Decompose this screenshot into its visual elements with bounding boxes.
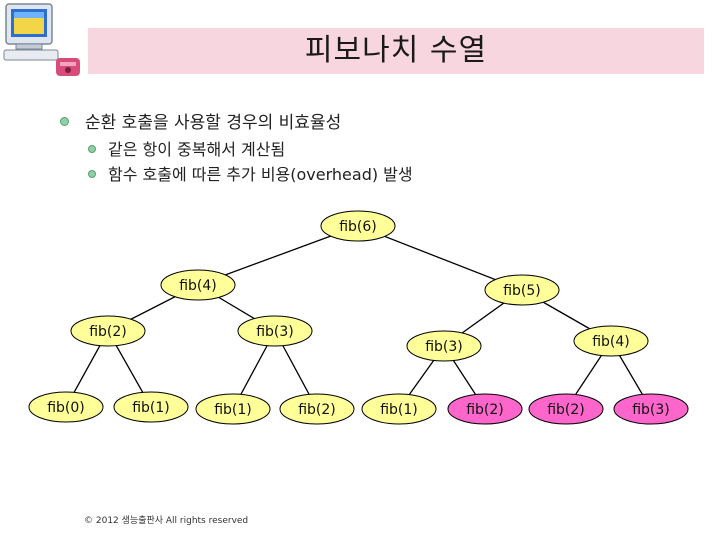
tree-node-shape — [528, 393, 604, 425]
tree-node-shape — [573, 325, 649, 357]
tree-node-shape — [195, 393, 271, 425]
tree-node-shape — [28, 391, 104, 423]
tree-node-label: fib(3) — [425, 339, 463, 355]
tree-node-shape — [361, 393, 437, 425]
tree-node-label: fib(1) — [132, 400, 170, 416]
copyright-footer: © 2012 생능출판사 All rights reserved — [84, 516, 249, 526]
tree-node-n2d: fib(2) — [528, 393, 604, 425]
tree-node-label: fib(2) — [466, 402, 504, 418]
bullet-dot-icon — [88, 144, 96, 153]
tree-node-label: fib(2) — [298, 402, 336, 418]
computer-logo-icon — [2, 3, 82, 76]
tree-node-n6: fib(6) — [320, 210, 396, 242]
tree-node-label: fib(3) — [256, 324, 294, 340]
tree-node-n0: fib(0) — [28, 391, 104, 423]
tree-node-label: fib(0) — [47, 400, 85, 416]
tree-node-shape — [160, 269, 236, 301]
tree-node-shape — [113, 391, 189, 423]
tree-node-n3a: fib(3) — [237, 315, 313, 347]
tree-node-label: fib(2) — [547, 402, 585, 418]
tree-edge — [357, 225, 523, 291]
tree-node-n2b: fib(2) — [279, 393, 355, 425]
tree-node-n1c: fib(1) — [361, 393, 437, 425]
tree-node-shape — [237, 315, 313, 347]
tree-node-label: fib(5) — [503, 283, 541, 299]
tree-node-shape — [406, 330, 482, 362]
tree-node-n3c: fib(3) — [613, 393, 689, 425]
tree-node-label: fib(1) — [214, 402, 252, 418]
tree-node-n3b: fib(3) — [406, 330, 482, 362]
tree-node-label: fib(4) — [592, 334, 630, 350]
bullet-dot-icon — [88, 169, 96, 178]
bullet-dot-icon — [60, 116, 69, 126]
tree-node-n4b: fib(4) — [573, 325, 649, 357]
tree-node-shape — [70, 315, 146, 347]
bullet-sub-2: 함수 호출에 따른 추가 비용(overhead) 발생 — [88, 161, 413, 185]
tree-node-label: fib(3) — [632, 402, 670, 418]
tree-node-n2a: fib(2) — [70, 315, 146, 347]
bullet-main: 순환 호출을 사용할 경우의 비효율성 — [60, 108, 341, 133]
tree-node-shape — [484, 274, 560, 306]
tree-node-n1b: fib(1) — [195, 393, 271, 425]
bullet-sub-1: 같은 항이 중복해서 계산됨 — [88, 136, 285, 160]
tree-node-label: fib(2) — [89, 324, 127, 340]
tree-node-shape — [613, 393, 689, 425]
tree-node-n5: fib(5) — [484, 274, 560, 306]
tree-node-shape — [279, 393, 355, 425]
title-bar — [88, 28, 704, 74]
tree-node-label: fib(6) — [339, 219, 377, 235]
page-title: 피보나치 수열 — [304, 33, 488, 68]
tree-node-label: fib(4) — [179, 278, 217, 294]
tree-node-label: fib(1) — [380, 402, 418, 418]
tree-node-shape — [447, 393, 523, 425]
tree-node-shape — [320, 210, 396, 242]
tree-node-n2c: fib(2) — [447, 393, 523, 425]
tree-node-n1a: fib(1) — [113, 391, 189, 423]
tree-node-n4a: fib(4) — [160, 269, 236, 301]
